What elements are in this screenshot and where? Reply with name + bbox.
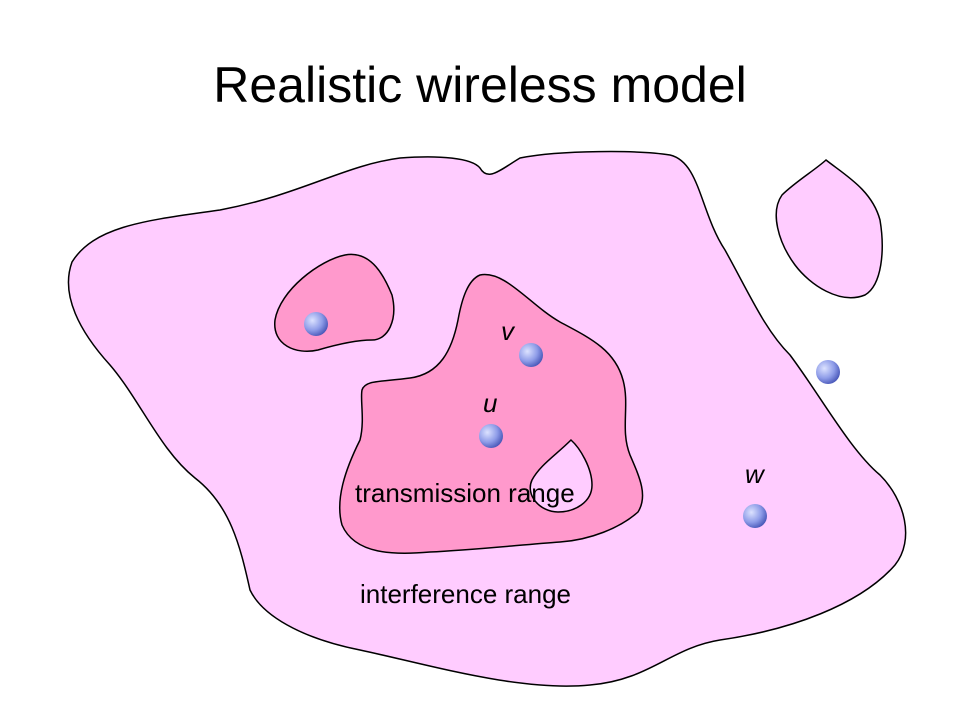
node-w: [743, 504, 767, 528]
node-v: [519, 343, 543, 367]
node-label-v: v: [501, 316, 516, 346]
slide-title: Realistic wireless model: [213, 57, 747, 113]
interference-island: [775, 159, 883, 299]
interference-range-label: interference range: [360, 579, 571, 609]
transmission-range-label: transmission range: [355, 478, 575, 508]
node-right: [816, 360, 840, 384]
node-label-u: u: [483, 388, 497, 418]
node-left: [304, 312, 328, 336]
node-label-w: w: [745, 459, 766, 489]
node-u: [479, 424, 503, 448]
transmission-region: [338, 273, 644, 554]
